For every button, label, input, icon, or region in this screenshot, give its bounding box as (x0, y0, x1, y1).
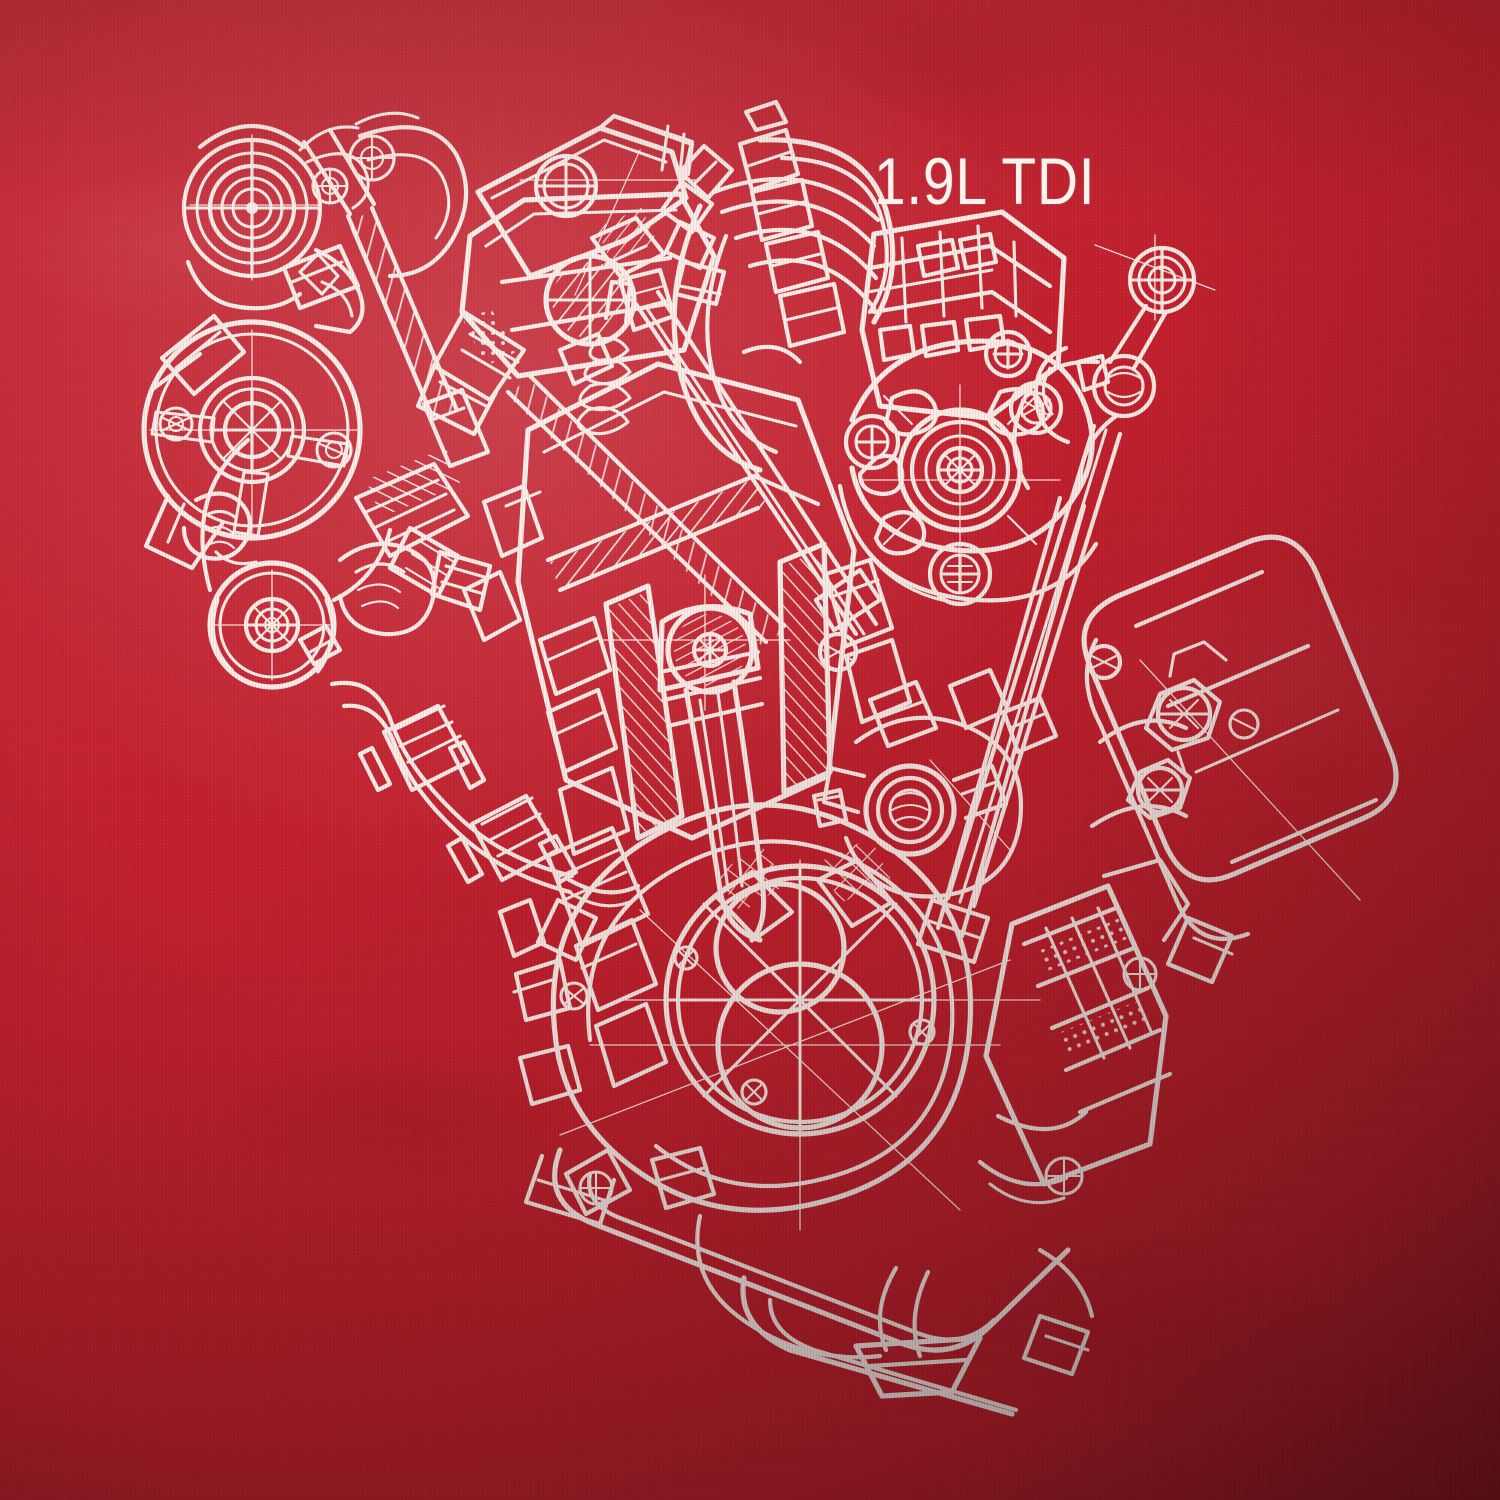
pushrod-diagonals (505, 289, 883, 648)
lower-block-rail (497, 825, 669, 1089)
hardware-details (817, 631, 1260, 755)
right-mount-bracket (977, 857, 1235, 1205)
oil-filter-canister (1081, 534, 1399, 941)
alternator-housing (141, 313, 363, 571)
tensioner-bracket (337, 447, 493, 637)
turbocharger-assembly (181, 111, 469, 335)
dipstick-tube-left (281, 125, 491, 469)
oil-pan-sump (552, 1147, 1095, 1417)
oil-pump-idler (811, 715, 1023, 899)
dipstick-knob-arm (1012, 245, 1197, 491)
engine-displacement-title: 1.9L TDI (874, 144, 1096, 218)
